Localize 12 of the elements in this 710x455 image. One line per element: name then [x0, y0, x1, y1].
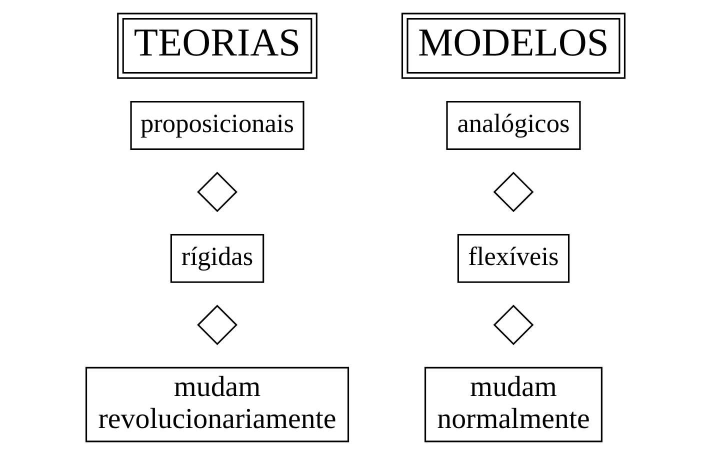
node-diamond [492, 304, 534, 346]
node-box: MODELOS [400, 12, 626, 79]
node-box: analógicos [446, 100, 580, 150]
node-box: mudam revolucionariamente [84, 366, 349, 442]
node-diamond [492, 172, 534, 212]
node-box: rígidas [170, 234, 264, 283]
node-box: mudam normalmente [424, 366, 602, 442]
node-box: proposicionais [130, 100, 304, 150]
node-diamond [196, 304, 237, 346]
node-box: TEORIAS [116, 12, 317, 79]
node-diamond [196, 172, 237, 212]
node-box: flexíveis [456, 234, 570, 283]
